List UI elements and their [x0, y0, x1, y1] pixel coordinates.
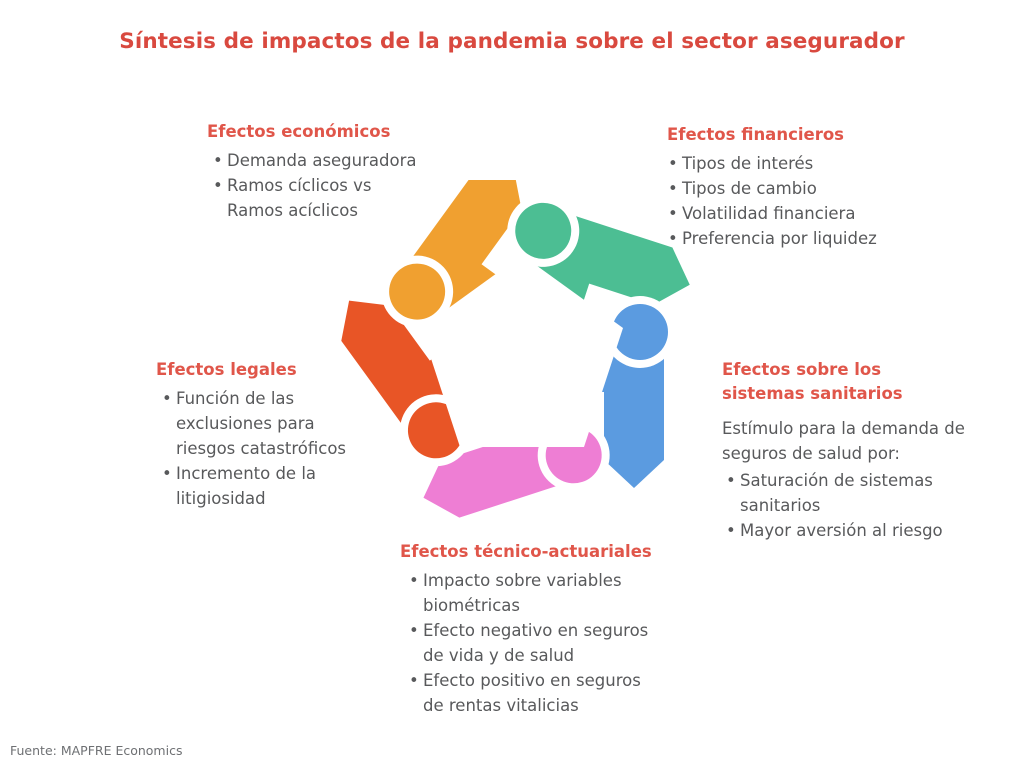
bullet-list-economicos: Demanda aseguradora Ramos cíclicos vs Ra…: [212, 148, 422, 223]
heading-efectos-legales: Efectos legales: [156, 360, 297, 379]
node-sanitarios: [507, 194, 580, 267]
block-efectos-tecnico-actuariales: Efectos técnico-actuariales Impacto sobr…: [400, 540, 665, 718]
list-item: Demanda aseguradora: [212, 148, 422, 173]
block-efectos-legales: Efectos legales Función de las exclusion…: [156, 358, 376, 511]
list-item: Función de las exclusiones para riesgos …: [161, 386, 376, 461]
list-item: Tipos de interés: [667, 151, 927, 176]
list-item: Incremento de la litigiosidad: [161, 461, 376, 511]
bullet-list-sanitarios: Saturación de sistemas sanitarios Mayor …: [725, 468, 992, 543]
list-item: Efecto negativo en seguros de vida y de …: [408, 618, 665, 668]
list-item: Ramos cíclicos vs Ramos acíclicos: [212, 173, 422, 223]
list-item: Preferencia por liquidez: [667, 226, 927, 251]
block-efectos-sistemas-sanitarios: Efectos sobre los sistemas sanitarios Es…: [722, 358, 992, 543]
list-item: Efecto positivo en seguros de rentas vit…: [408, 668, 665, 718]
inner-pentagon-mask: [421, 255, 623, 447]
list-item: Saturación de sistemas sanitarios: [725, 468, 992, 518]
page-title: Síntesis de impactos de la pandemia sobr…: [119, 29, 905, 54]
pentagon-cycle-diagram: [340, 168, 705, 525]
intro-sistemas-sanitarios: Estímulo para la demanda de seguros de s…: [722, 419, 965, 463]
heading-efectos-economicos: Efectos económicos: [207, 122, 391, 141]
list-item: Impacto sobre variables biométricas: [408, 568, 665, 618]
cycle-svg: [341, 168, 690, 518]
bullet-list-actuariales: Impacto sobre variables biométricas Efec…: [408, 568, 665, 718]
list-item: Tipos de cambio: [667, 176, 927, 201]
node-actuariales: [604, 296, 676, 368]
list-item: Volatilidad financiera: [667, 201, 927, 226]
bullet-list-financieros: Tipos de interés Tipos de cambio Volatil…: [667, 151, 927, 251]
block-efectos-financieros: Efectos financieros Tipos de interés Tip…: [667, 123, 927, 251]
source-note: Fuente: MAPFRE Economics: [10, 743, 183, 758]
block-efectos-economicos: Efectos económicos Demanda aseguradora R…: [207, 120, 422, 223]
heading-efectos-sistemas-sanitarios: Efectos sobre los sistemas sanitarios: [722, 360, 903, 403]
node-financieros: [381, 255, 454, 328]
list-item: Mayor aversión al riesgo: [725, 518, 992, 543]
bullet-list-legales: Función de las exclusiones para riesgos …: [161, 386, 376, 511]
heading-efectos-tecnico-actuariales: Efectos técnico-actuariales: [400, 542, 652, 561]
heading-efectos-financieros: Efectos financieros: [667, 125, 844, 144]
